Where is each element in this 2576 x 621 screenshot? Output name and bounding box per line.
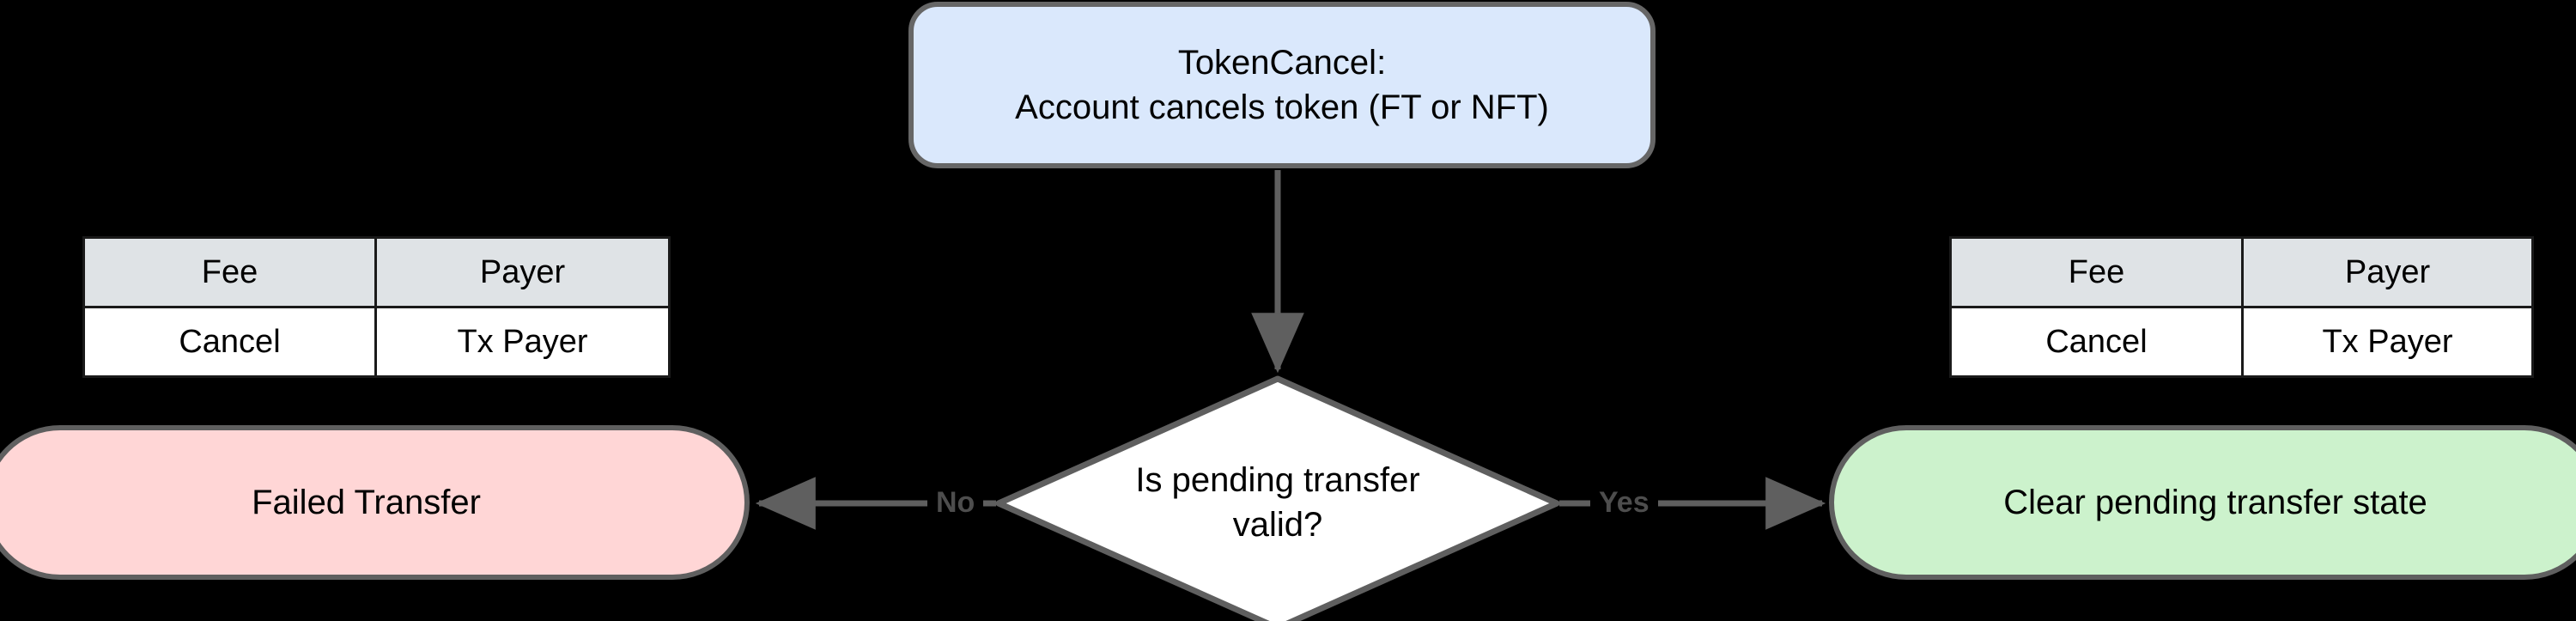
- edge-label-no: No: [927, 488, 984, 517]
- node-clear-pending-transfer-state-label: Clear pending transfer state: [2003, 483, 2427, 521]
- table-header-row: Fee Payer: [1949, 236, 2534, 308]
- table-header-row: Fee Payer: [82, 236, 671, 308]
- table-cell-fee: Cancel: [82, 306, 377, 378]
- node-clear-pending-transfer-state[interactable]: Clear pending transfer state: [1829, 425, 2576, 580]
- node-failed-transfer[interactable]: Failed Transfer: [0, 425, 750, 580]
- table-cell-payer: Tx Payer: [2241, 306, 2534, 378]
- table-cell-fee: Cancel: [1949, 306, 2244, 378]
- decision-diamond[interactable]: [995, 375, 1560, 621]
- fee-table-right: Fee Payer Cancel Tx Payer: [1949, 236, 2534, 378]
- table-cell-payer: Tx Payer: [374, 306, 671, 378]
- node-decision-label: Is pending transfer valid?: [1135, 461, 1420, 544]
- table-row: Cancel Tx Payer: [82, 306, 671, 378]
- table-header-fee: Fee: [82, 236, 377, 308]
- node-token-cancel-label: TokenCancel: Account cancels token (FT o…: [1015, 44, 1549, 126]
- table-header-payer: Payer: [2241, 236, 2534, 308]
- table-header-payer: Payer: [374, 236, 671, 308]
- table-row: Cancel Tx Payer: [1949, 306, 2534, 378]
- edge-label-yes: Yes: [1590, 488, 1658, 517]
- node-token-cancel[interactable]: TokenCancel: Account cancels token (FT o…: [908, 2, 1656, 168]
- table-header-fee: Fee: [1949, 236, 2244, 308]
- fee-table-left: Fee Payer Cancel Tx Payer: [82, 236, 671, 378]
- node-failed-transfer-label: Failed Transfer: [252, 483, 481, 521]
